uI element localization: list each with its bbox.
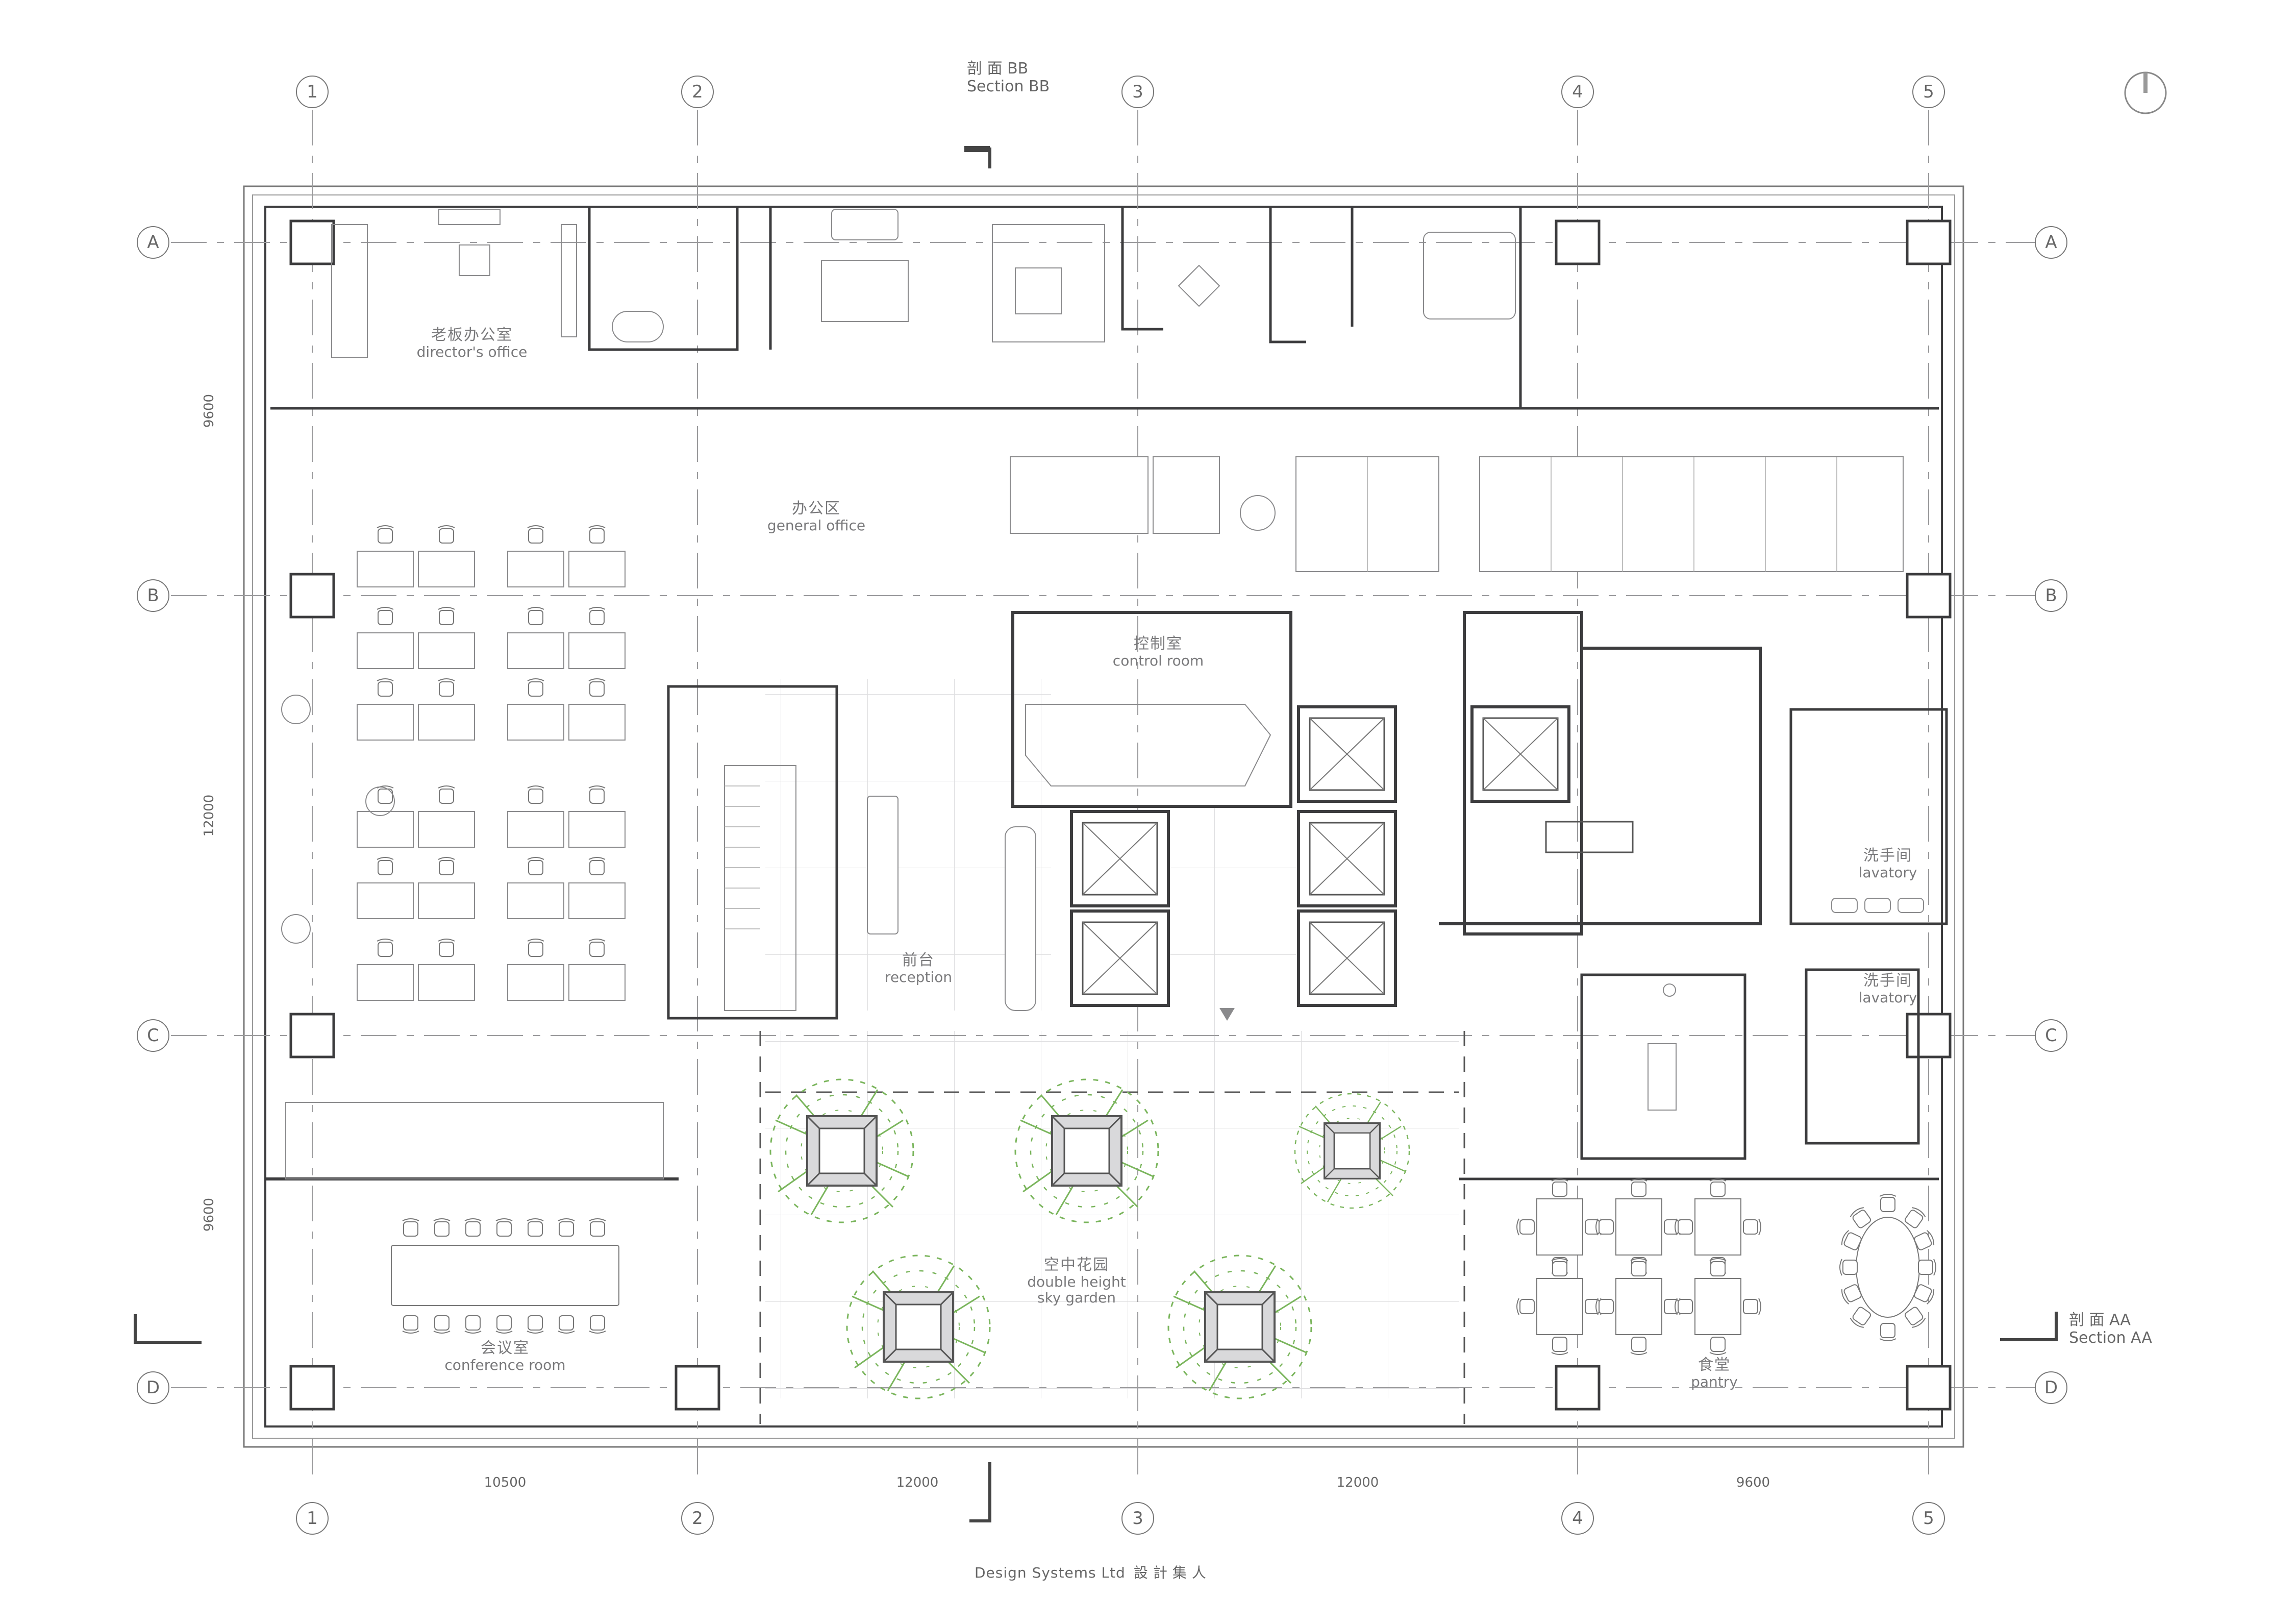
building-outline (243, 185, 1964, 1448)
grid-bubble-col-1-bottom: 1 (296, 1502, 329, 1535)
room-name-en: control room (1112, 652, 1204, 669)
room-name-en: lavatory (1858, 989, 1917, 1006)
room-label-pantry: 食堂 pantry (1691, 1357, 1738, 1390)
drawing-credit: Design Systems Ltd 設計集人 (975, 1562, 1211, 1582)
room-name-en: reception (884, 968, 953, 986)
workstations-right (1010, 456, 1904, 572)
room-label-lavatory-upper: 洗手间 lavatory (1859, 847, 1917, 880)
north-arrow-icon (2124, 71, 2167, 114)
round-banquet-table (1856, 1217, 1920, 1318)
room-name-zh: 食堂 (1698, 1356, 1731, 1374)
section-aa-en: Section AA (2069, 1328, 2152, 1347)
grid-bubble-col-1-top: 1 (296, 76, 329, 108)
room-label-lavatory-lower: 洗手间 lavatory (1859, 972, 1917, 1005)
grid-bubble-row-a-right: A (2035, 226, 2067, 259)
dimension-1-2: 10500 (484, 1475, 527, 1490)
room-name-en: general office (767, 516, 866, 534)
room-name-en: director's office (416, 343, 528, 360)
room-name-en-line2: sky garden (1037, 1289, 1116, 1306)
dimension-a-b: 9600 (202, 393, 217, 428)
room-name-zh: 办公区 (792, 500, 841, 518)
room-name-zh: 洗手间 (1863, 972, 1912, 990)
conference-table (391, 1245, 619, 1306)
room-name-zh: 空中花园 (1044, 1256, 1109, 1274)
grid-bubble-col-2-top: 2 (681, 76, 714, 108)
credit-company: Design Systems Ltd (975, 1564, 1126, 1581)
grid-bubble-row-b-left: B (137, 579, 169, 612)
room-label-control-room: 控制室 control room (1113, 635, 1204, 669)
grid-bubble-col-2-bottom: 2 (681, 1502, 714, 1535)
room-label-director-office: 老板办公室 director's office (417, 327, 528, 360)
room-label-conference-room: 会议室 conference room (444, 1340, 565, 1373)
dimension-4-5: 9600 (1736, 1475, 1770, 1490)
room-label-sky-garden: 空中花园 double height sky garden (1027, 1257, 1126, 1306)
room-name-zh: 控制室 (1133, 635, 1183, 653)
room-name-en: double height (1027, 1273, 1126, 1290)
section-bb-zh: 剖 面 BB (967, 60, 1029, 78)
grid-bubble-row-c-left: C (137, 1019, 169, 1052)
grid-bubble-col-4-bottom: 4 (1561, 1502, 1594, 1535)
grid-bubble-row-b-right: B (2035, 579, 2067, 612)
credit-company-zh: 設計集人 (1133, 1564, 1211, 1581)
grid-bubble-row-c-right: C (2035, 1019, 2067, 1052)
grid-bubble-col-3-bottom: 3 (1121, 1502, 1154, 1535)
room-name-zh: 老板办公室 (431, 326, 513, 344)
room-name-zh: 洗手间 (1863, 847, 1912, 865)
section-aa-label: 剖 面 AA Section AA (2069, 1311, 2152, 1347)
grid-bubble-col-5-bottom: 5 (1912, 1502, 1945, 1535)
section-aa-zh: 剖 面 AA (2069, 1311, 2131, 1329)
grid-bubble-col-4-top: 4 (1561, 76, 1594, 108)
dimension-b-c: 12000 (202, 794, 217, 837)
room-name-zh: 前台 (902, 951, 935, 969)
room-label-general-office: 办公区 general office (767, 500, 865, 533)
grid-bubble-row-d-left: D (137, 1371, 169, 1404)
room-name-en: lavatory (1858, 864, 1917, 881)
section-bb-en: Section BB (967, 77, 1050, 95)
grid-bubble-row-d-right: D (2035, 1371, 2067, 1404)
section-bb-label: 剖 面 BB Section BB (967, 60, 1050, 95)
workstations-left (357, 526, 625, 1000)
dimension-c-d: 9600 (202, 1197, 217, 1232)
grid-bubble-col-3-top: 3 (1121, 76, 1154, 108)
room-name-en: pantry (1691, 1373, 1738, 1390)
room-name-zh: 会议室 (481, 1339, 530, 1357)
room-name-en: conference room (444, 1356, 566, 1373)
dimension-3-4: 12000 (1336, 1475, 1379, 1490)
dimension-2-3: 12000 (896, 1475, 939, 1490)
grid-bubble-col-5-top: 5 (1912, 76, 1945, 108)
grid-bubble-row-a-left: A (137, 226, 169, 259)
room-label-reception: 前台 reception (885, 952, 952, 985)
